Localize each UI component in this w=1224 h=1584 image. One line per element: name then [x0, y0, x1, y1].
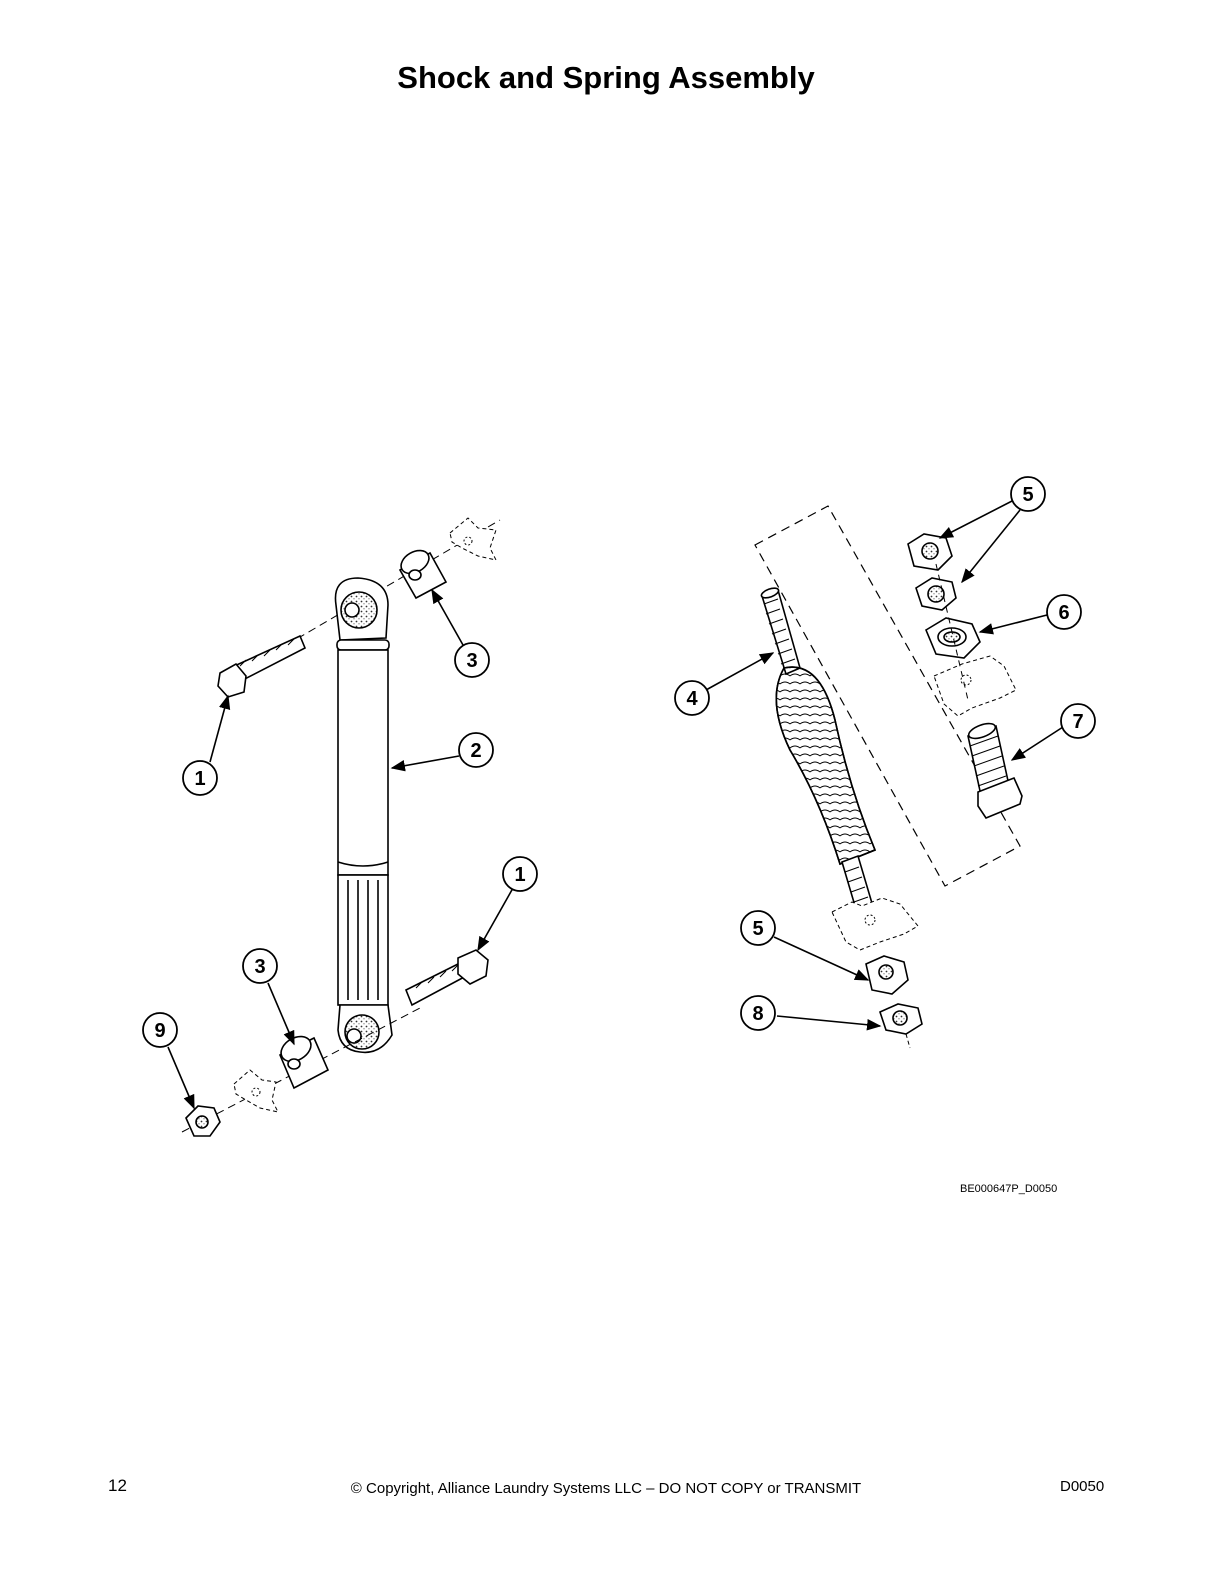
shock-absorber: [181, 517, 501, 1137]
spacer-lower: [278, 1035, 330, 1090]
document-code: D0050: [1060, 1478, 1105, 1495]
callout-label: 3: [466, 650, 477, 672]
page-number: 12: [108, 1476, 127, 1495]
screw-7: [967, 722, 1023, 819]
callout-item-8: 8: [740, 995, 776, 1031]
callout-item-2: 2: [458, 732, 494, 768]
callout-item-1-left: 1: [182, 760, 218, 796]
nut-8: [879, 1003, 923, 1035]
bolt-lower: [404, 949, 489, 1007]
callout-item-5-lower: 5: [740, 910, 776, 946]
callout-item-9: 9: [142, 1012, 178, 1048]
shock-lower-eye: [337, 1004, 393, 1054]
callout-item-3-upper: 3: [454, 642, 490, 678]
callout-label: 8: [752, 1003, 763, 1025]
spacer-upper: [398, 549, 448, 600]
nut-6: [924, 617, 981, 659]
callout-leaders: [167, 499, 1064, 1110]
nut-5-upper-b: [915, 577, 957, 611]
callout-label: 5: [1022, 484, 1033, 506]
callout-item-1-right: 1: [502, 856, 538, 892]
callout-item-5-upper: 5: [1010, 476, 1046, 512]
callout-label: 3: [254, 956, 265, 978]
callout-label: 1: [194, 768, 205, 790]
callout-item-4: 4: [674, 680, 710, 716]
callout-item-7: 7: [1060, 703, 1096, 739]
bolt-upper: [217, 634, 307, 698]
spring-assembly: [754, 505, 1023, 1049]
callout-label: 2: [470, 740, 481, 762]
callout-label: 9: [154, 1020, 165, 1042]
callout-label: 1: [514, 864, 525, 886]
callout-label: 5: [752, 918, 763, 940]
callout-label: 4: [686, 688, 698, 710]
callout-item-3-lower: 3: [242, 948, 278, 984]
nut-5-lower: [865, 955, 909, 995]
callout-label: 6: [1058, 602, 1069, 624]
page-title: Shock and Spring Assembly: [397, 60, 815, 95]
nut-5-upper-a: [907, 533, 953, 571]
figure-code: BE000647P_D0050: [960, 1183, 1058, 1195]
callout-item-6: 6: [1046, 594, 1082, 630]
callout-label: 7: [1072, 711, 1083, 733]
nut-9: [185, 1105, 221, 1137]
copyright-notice: © Copyright, Alliance Laundry Systems LL…: [350, 1480, 862, 1497]
shock-upper-eye: [334, 577, 389, 641]
